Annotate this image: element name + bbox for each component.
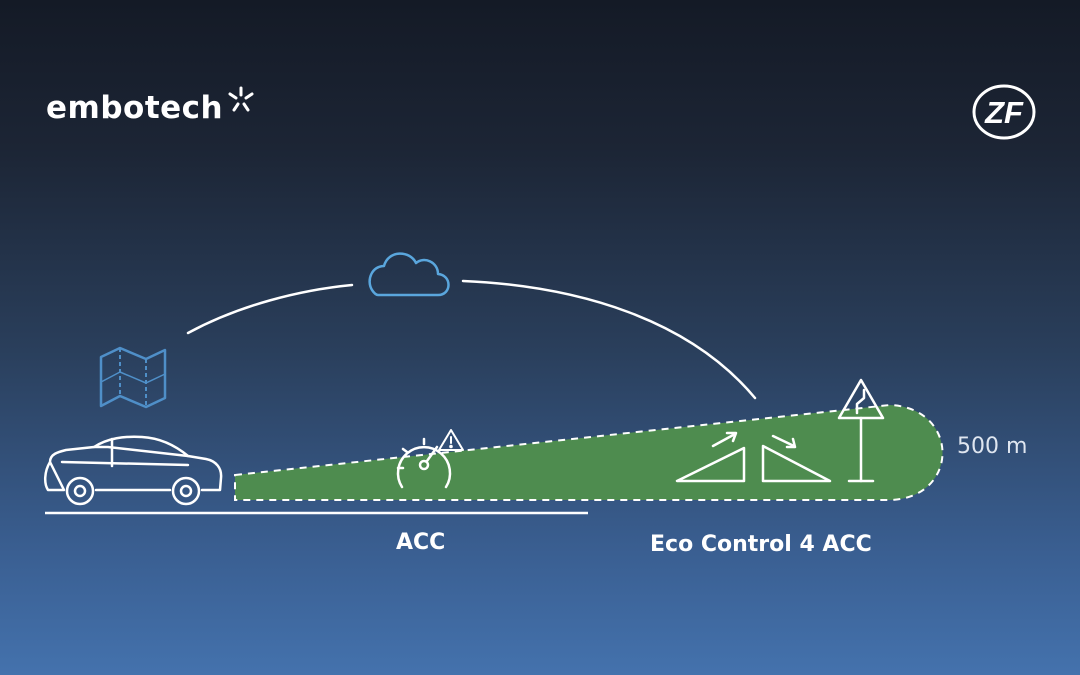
curve-warning-sign-icon (837, 378, 885, 483)
distance-label: 500 m (957, 434, 1028, 459)
connection-arc-left (186, 283, 354, 335)
cloud-icon (368, 252, 450, 297)
acc-label: ACC (396, 530, 446, 555)
uphill-slope-icon (675, 431, 746, 483)
map-icon (99, 346, 167, 409)
downhill-slope-icon (761, 434, 832, 483)
eco-control-label: Eco Control 4 ACC (650, 532, 872, 557)
speedometer-icon (396, 437, 452, 489)
zf-logo: ZF (972, 84, 1036, 140)
detection-zone (234, 403, 944, 501)
brand-star-icon (228, 86, 254, 112)
car-icon (44, 435, 223, 506)
warning-icon (438, 429, 464, 451)
connection-arc-right (461, 279, 757, 400)
zf-logo-text: ZF (984, 95, 1024, 130)
brand-name: embotech (46, 90, 224, 126)
